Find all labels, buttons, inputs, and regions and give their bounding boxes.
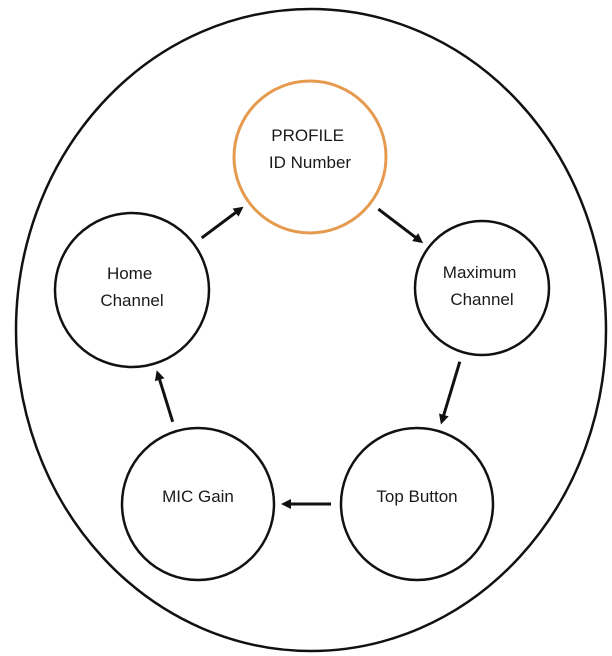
arrow-mic-to-home: [154, 370, 175, 423]
node-label-line: Top Button: [376, 487, 457, 506]
svg-text:Top Button: Top Button: [376, 487, 457, 506]
svg-text:PROFILE ID Number: PROFILE ID Number: [269, 126, 352, 172]
node-label-line: MIC Gain: [162, 487, 234, 506]
node-label-line: Channel: [450, 290, 513, 309]
arrow-maximum-to-top: [439, 361, 462, 425]
edges-layer: [154, 206, 462, 509]
node-label-line: Channel: [100, 291, 163, 310]
node-label-line: Home: [107, 264, 152, 283]
node-home-channel: Home Channel: [53, 211, 211, 369]
node-circle: [53, 211, 211, 369]
node-maximum-channel: Maximum Channel: [413, 219, 551, 357]
svg-text:Maximum Channel: Maximum Channel: [443, 263, 521, 309]
node-circle: [339, 426, 495, 582]
outer-boundary-circle: [14, 7, 608, 653]
arrow-profile-to-maximum: [377, 207, 424, 244]
node-label-line: PROFILE: [271, 126, 344, 145]
node-circle: [120, 426, 276, 582]
node-mic-gain: MIC Gain: [120, 426, 276, 582]
svg-text:Home Channel: Home Channel: [100, 264, 163, 310]
node-label-line: Maximum: [443, 263, 517, 282]
svg-text:MIC Gain: MIC Gain: [162, 487, 234, 506]
node-circle: [232, 79, 388, 235]
node-profile-id-number: PROFILE ID Number: [232, 79, 388, 235]
node-label-line: ID Number: [269, 153, 352, 172]
arrow-home-to-profile: [200, 206, 244, 240]
node-top-button: Top Button: [339, 426, 495, 582]
node-circle: [413, 219, 551, 357]
